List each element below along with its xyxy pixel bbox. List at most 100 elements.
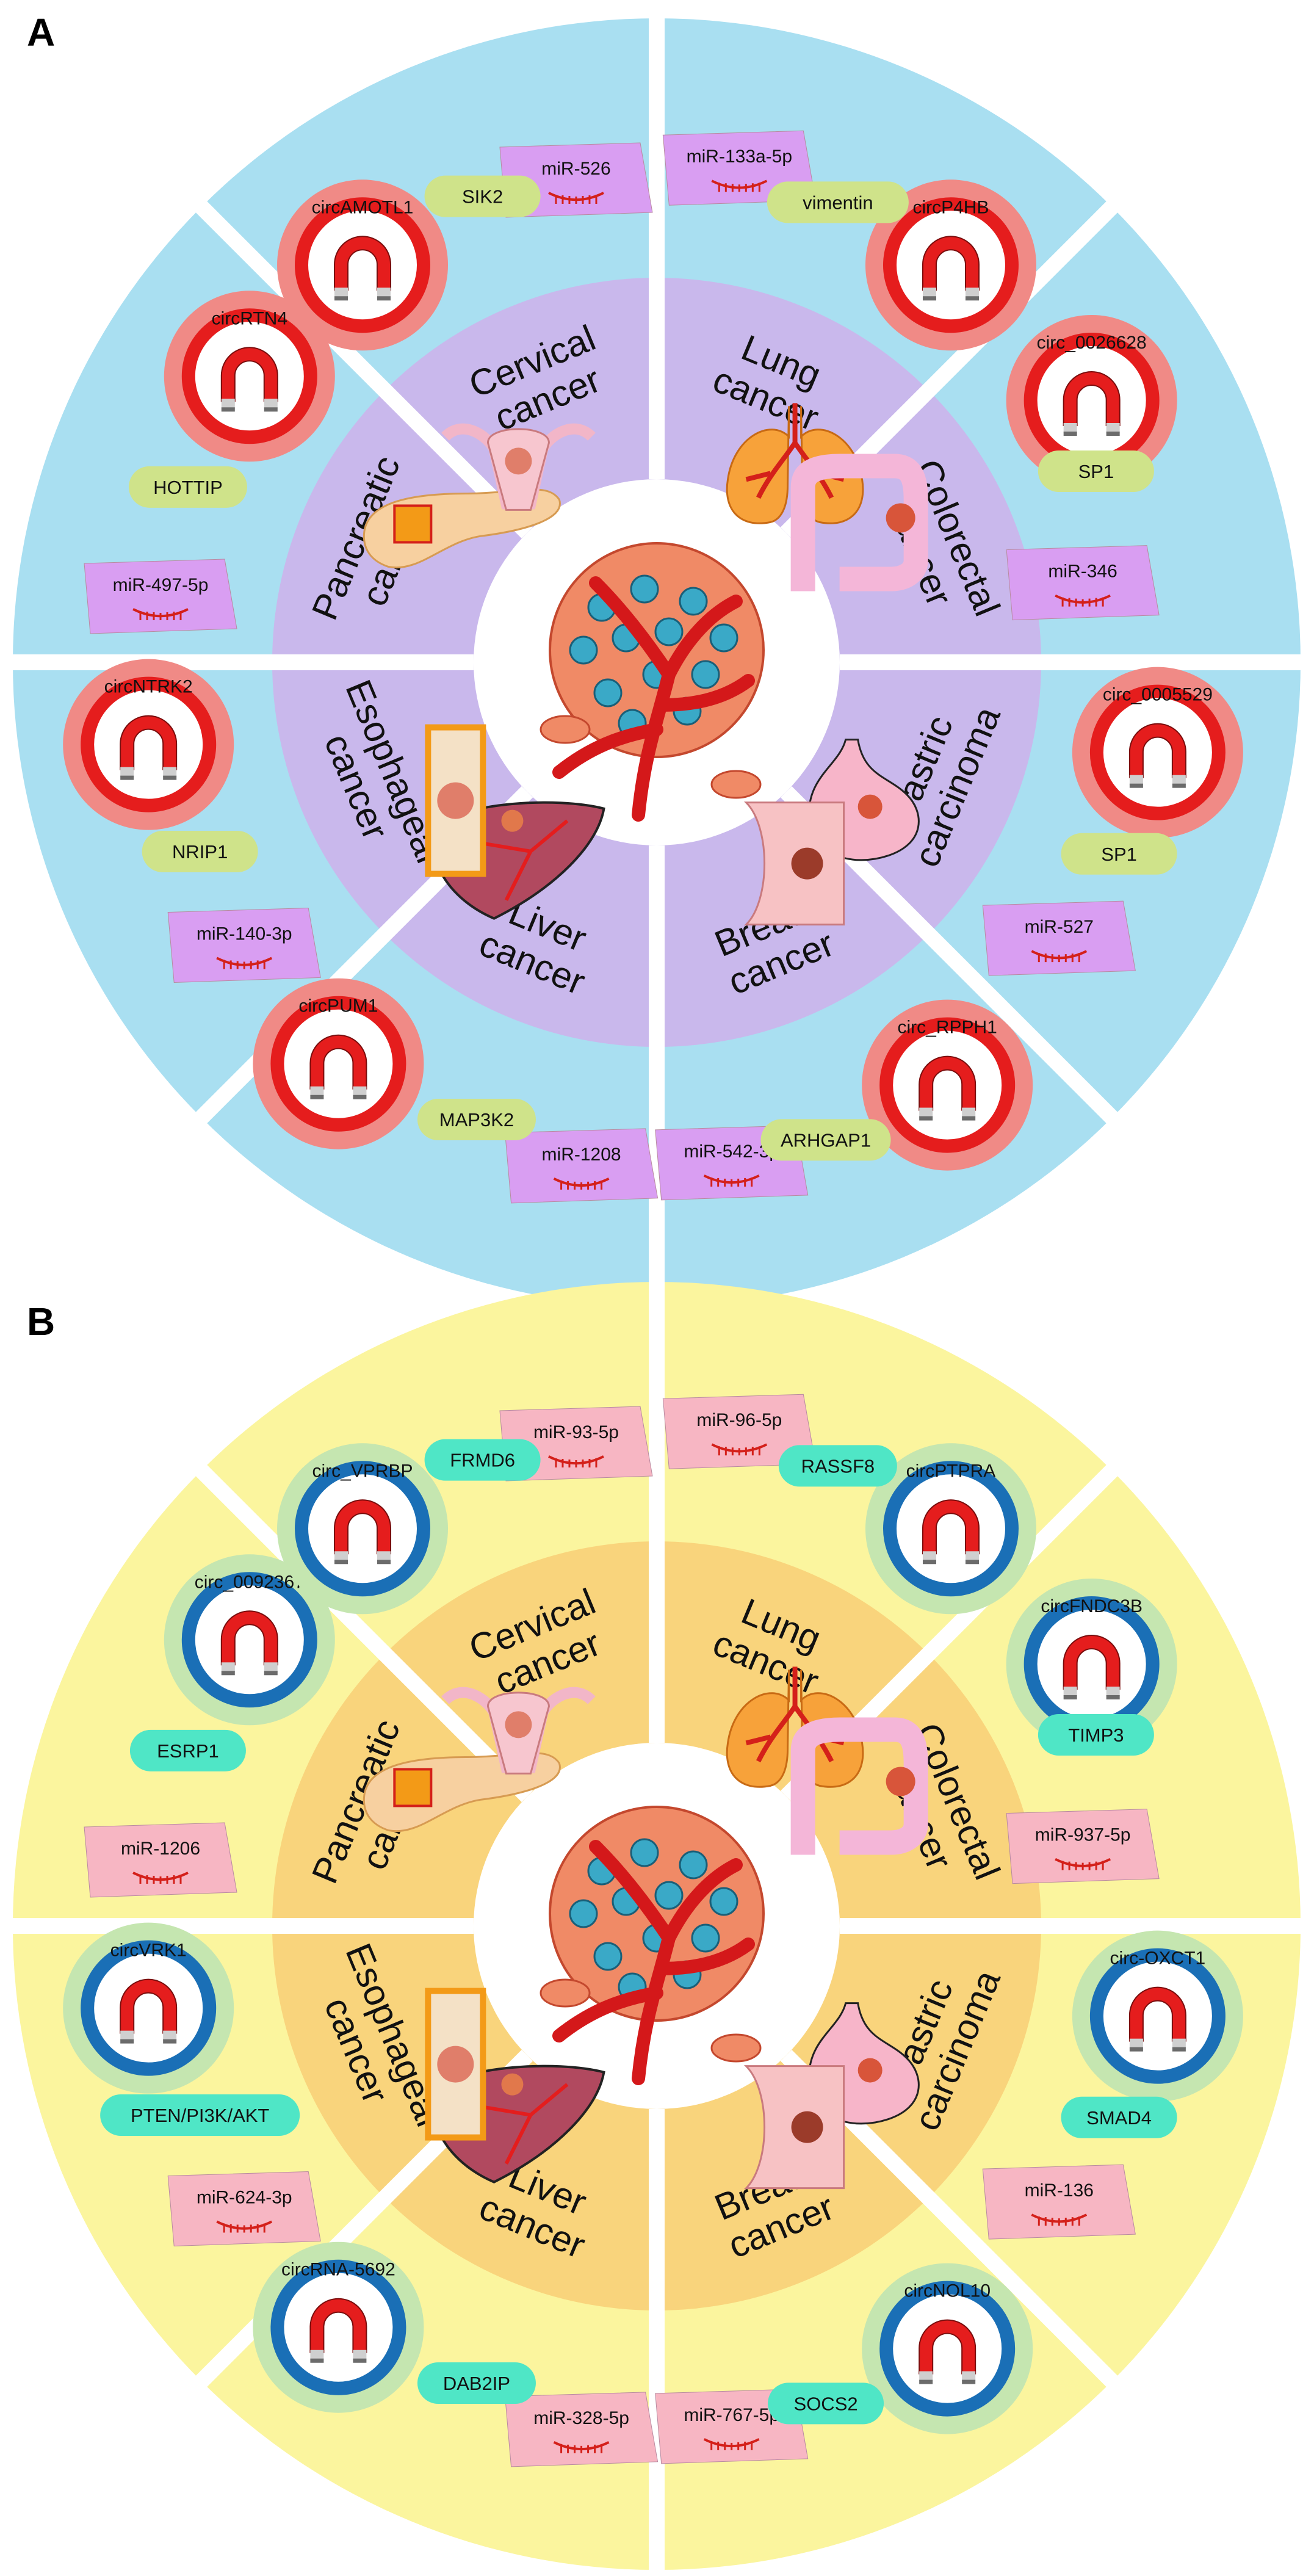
magnet-pole-right xyxy=(962,2371,976,2381)
magnet-body xyxy=(1128,723,1186,778)
magnet-pole-right xyxy=(377,288,391,298)
circrna-badge: circNOL10 xyxy=(862,2263,1033,2434)
mirna-label: miR-767-5p xyxy=(684,2405,779,2425)
magnet-tip-left xyxy=(919,1116,933,1121)
gene-pill-bg xyxy=(767,181,909,223)
gene-pill: SOCS2 xyxy=(768,2382,884,2425)
magnet-pole-right xyxy=(353,2350,367,2360)
magnet-icon xyxy=(1063,1634,1121,1699)
gene-label: SOCS2 xyxy=(794,2393,858,2414)
circrna-label: circ_RPPH1 xyxy=(897,1018,997,1038)
magnet-tip-right xyxy=(1172,2047,1186,2052)
magnet-tip-left xyxy=(120,2039,134,2044)
esophagus-organ-icon xyxy=(425,724,486,877)
magnet-tip-right xyxy=(264,407,278,412)
magnet-icon xyxy=(922,236,980,301)
circ-badge-ring xyxy=(1023,332,1160,468)
magnet-tip-right xyxy=(353,2358,367,2363)
gene-pill-bg xyxy=(424,1439,541,1481)
circrna-badge: circ_VPRBP xyxy=(277,1443,449,1615)
tumor-cell xyxy=(630,1838,659,1867)
magnet-body xyxy=(120,1978,178,2034)
tumor-cell xyxy=(709,623,738,653)
magnet-body xyxy=(1128,1986,1186,2042)
mirna-label: miR-526 xyxy=(541,159,610,179)
gene-label: SP1 xyxy=(1078,461,1114,482)
magnet-body xyxy=(334,236,392,291)
magnet-tip-right xyxy=(163,2039,177,2044)
mirna-label: miR-328-5p xyxy=(533,2408,629,2428)
magnet-tip-right xyxy=(163,775,177,780)
magnet-pole-right xyxy=(1172,2038,1186,2049)
circrna-badge: circ_0026628 xyxy=(1006,314,1177,486)
circ-badge-ring xyxy=(883,1461,1019,1597)
magnet-tip-right xyxy=(264,1671,278,1676)
panel-a-wheel: LungcancercircP4HBmiR-133a-5pvimentinCol… xyxy=(10,15,1304,1309)
circ-badge-ring xyxy=(295,1461,431,1597)
mirna-tag-bg xyxy=(167,2171,321,2246)
gene-pill-bg xyxy=(1038,450,1154,492)
tumor-mark xyxy=(501,809,524,832)
tumor-mark xyxy=(437,782,474,819)
circrna-label: circNTRK2 xyxy=(104,677,193,697)
magnet-tip-right xyxy=(1106,431,1120,436)
mirna-tag: miR-937-5p xyxy=(1006,1809,1160,1884)
gene-pill: RASSF8 xyxy=(778,1445,897,1487)
magnet-pole-right xyxy=(353,1086,367,1096)
mirna-label: miR-497-5p xyxy=(113,575,209,595)
magnet-pole-left xyxy=(922,288,936,298)
gene-label: SP1 xyxy=(1101,844,1137,865)
magnet-pole-left xyxy=(310,1086,324,1096)
magnet-pole-left xyxy=(922,1551,936,1561)
magnet-pole-left xyxy=(334,1551,348,1561)
tumor-mark xyxy=(791,847,823,880)
circrna-badge: circPTPRA xyxy=(865,1443,1036,1615)
mirna-tag-bg xyxy=(982,2164,1136,2240)
gene-pill: SP1 xyxy=(1038,450,1154,492)
gene-pill: FRMD6 xyxy=(424,1439,541,1481)
mirna-tag: miR-624-3p xyxy=(167,2171,321,2246)
circrna-label: circ_0005529 xyxy=(1103,685,1213,705)
magnet-body xyxy=(220,1610,278,1666)
mirna-tag: miR-527 xyxy=(982,900,1136,976)
tumor-cell xyxy=(569,1899,598,1928)
magnet-tip-right xyxy=(377,296,391,301)
magnet-body xyxy=(919,2319,976,2375)
mirna-label: miR-527 xyxy=(1025,917,1094,937)
magnet-icon xyxy=(309,1034,367,1099)
migrating-cell xyxy=(710,2033,762,2063)
magnet-body xyxy=(220,347,278,402)
magnet-pole-right xyxy=(264,1662,278,1673)
tumor-mark xyxy=(505,1711,532,1738)
magnet-tip-left xyxy=(1063,1695,1077,1699)
migrating-cell xyxy=(540,1978,591,2008)
gene-pill-bg xyxy=(1061,2096,1177,2138)
magnet-tip-right xyxy=(965,296,979,301)
magnet-tip-right xyxy=(1106,1695,1120,1699)
magnet-tip-left xyxy=(221,407,235,412)
tumor-cell xyxy=(654,1881,684,1910)
circrna-badge: circP4HB xyxy=(865,179,1036,351)
circrna-badge: circ_0092367 xyxy=(164,1554,335,1726)
gene-pill-bg xyxy=(417,1098,536,1140)
gene-pill-bg xyxy=(100,2094,300,2136)
gene-label: ARHGAP1 xyxy=(781,1129,871,1151)
magnet-icon xyxy=(1128,1986,1186,2052)
magnet-tip-left xyxy=(919,2379,933,2384)
magnet-tip-left xyxy=(1129,2047,1143,2052)
circ-badge-ring xyxy=(181,308,317,444)
gene-pill-bg xyxy=(768,2382,884,2425)
gene-pill-bg xyxy=(142,830,258,872)
slice-divider xyxy=(193,199,533,539)
magnet-pole-right xyxy=(1106,1686,1120,1696)
magnet-pole-left xyxy=(221,399,235,409)
magnet-tip-left xyxy=(1129,783,1143,788)
gene-pill-bg xyxy=(128,466,247,508)
mirna-tag-bg xyxy=(1006,545,1160,621)
magnet-tip-right xyxy=(1172,783,1186,788)
tumor-mark xyxy=(505,447,532,475)
tumor-cell xyxy=(679,1850,708,1880)
magnet-icon xyxy=(120,1978,178,2044)
